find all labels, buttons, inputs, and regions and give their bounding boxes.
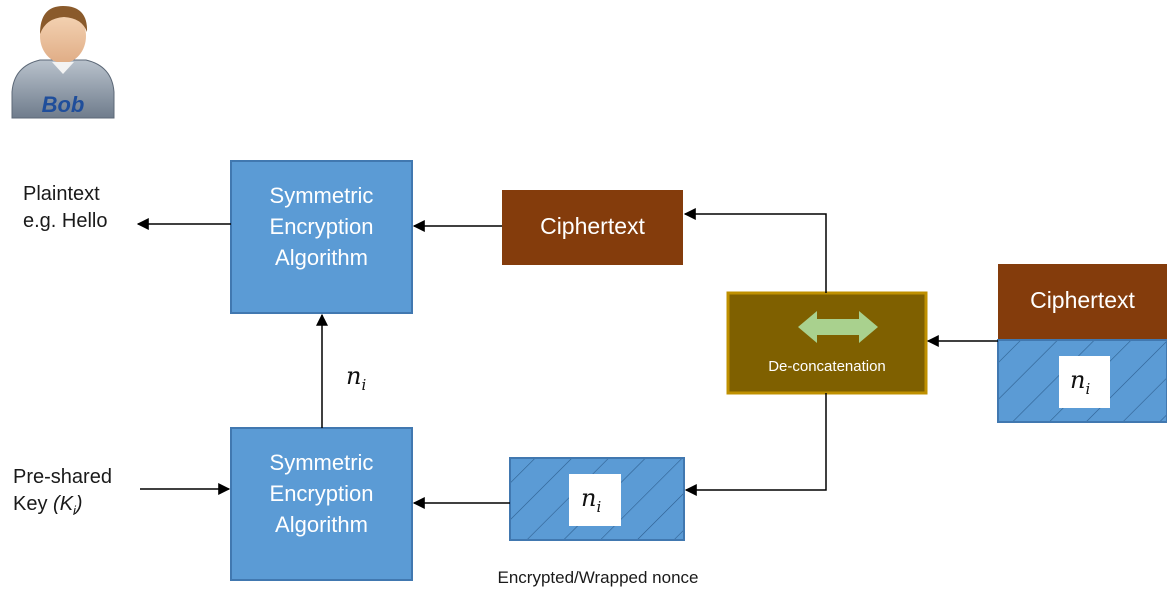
split-arrow-icon — [798, 311, 878, 343]
bob-avatar-icon — [11, 6, 115, 119]
sym-bottom-label: Symmetric Encryption Algorithm — [231, 447, 412, 540]
nonce-symbol: n — [1070, 366, 1086, 394]
nonce-symbol: n — [581, 484, 597, 512]
wrapped-nonce-inner — [569, 474, 621, 526]
key-line1: Pre-shared — [13, 466, 112, 488]
arrow-deconcat-to-cipher — [683, 208, 827, 293]
key-subscript: i — [73, 503, 76, 518]
key-close: ) — [75, 493, 83, 515]
sym-top-label: Symmetric Encryption Algorithm — [231, 180, 412, 273]
sym-top-box — [230, 160, 413, 314]
key-label: Pre-shared Key (Ki) — [13, 464, 112, 524]
nonce-label-middle: ni — [346, 362, 366, 394]
sym-bottom-box — [230, 427, 413, 581]
ciphertext-right-box — [998, 264, 1167, 340]
nonce-subscript: i — [361, 375, 367, 394]
ciphertext-mid-box — [502, 190, 683, 265]
ciphertext-right-label: Ciphertext — [1030, 287, 1135, 313]
nonce-label-right: ni — [1070, 366, 1090, 398]
nonce-symbol: n — [346, 362, 362, 390]
key-line2: Key (Ki) — [13, 491, 112, 524]
plaintext-line2: e.g. Hello — [23, 210, 108, 232]
sym-top-line1: Symmetric — [269, 183, 374, 208]
deconcat-box — [726, 291, 928, 395]
nonce-subscript: i — [596, 497, 602, 516]
arrow-deconcat-to-nonce — [684, 393, 827, 496]
sym-bottom-line3: Algorithm — [275, 512, 368, 537]
sym-bottom-line2: Encryption — [269, 481, 374, 506]
sym-top-line3: Algorithm — [275, 245, 368, 270]
nonce-right-inner — [1059, 356, 1110, 408]
key-prefix: Key — [13, 493, 54, 515]
key-symbol: (K — [53, 493, 74, 515]
ciphertext-mid-label: Ciphertext — [540, 213, 645, 239]
avatar-name: Bob — [41, 92, 85, 117]
deconcat-label: De-concatenation — [768, 358, 886, 375]
plaintext-label: Plaintext e.g. Hello — [23, 181, 108, 235]
nonce-right-box — [997, 339, 1167, 423]
sym-top-line2: Encryption — [269, 214, 374, 239]
wrapped-nonce-caption: Encrypted/Wrapped nonce — [497, 568, 699, 587]
plaintext-line1: Plaintext — [23, 183, 100, 205]
nonce-subscript: i — [1085, 379, 1091, 398]
sym-bottom-line1: Symmetric — [269, 450, 374, 475]
nonce-label-wrapped: ni — [581, 484, 601, 516]
